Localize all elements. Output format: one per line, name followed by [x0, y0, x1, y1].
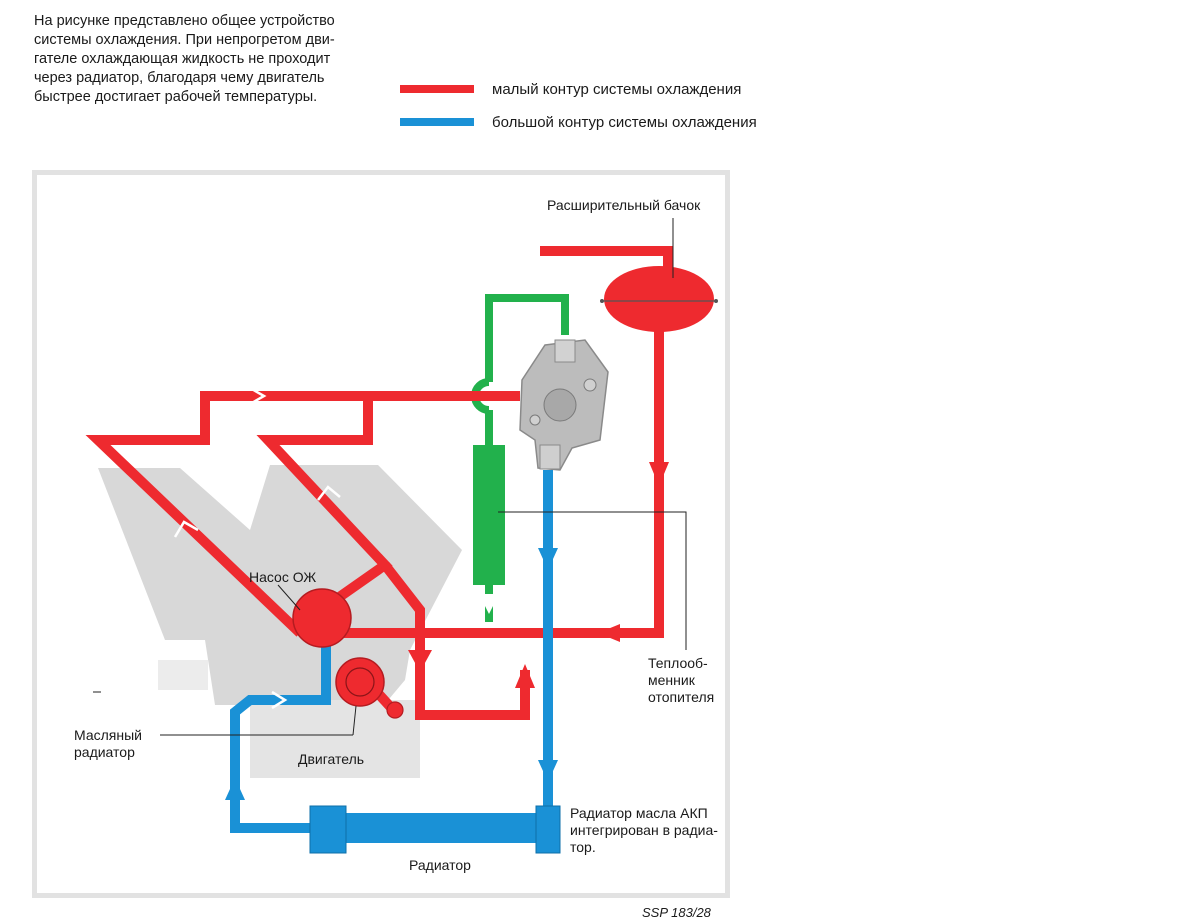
large-circuit-pipes: [230, 470, 553, 833]
large-circuit-arrow-heads-white: [271, 690, 288, 710]
reference-code: SSP 183/28: [642, 905, 712, 920]
intro-line: через радиатор, благодаря чему двигатель: [34, 70, 325, 86]
label-heater-core-line2: менник: [648, 672, 696, 688]
label-heater-core-line1: Теплооб-: [648, 655, 708, 671]
label-atf-cooler-line2: интегрирован в радиа-: [570, 822, 718, 838]
label-oil-cooler-line2: радиатор: [74, 744, 135, 760]
arrow-heater-down: [479, 594, 499, 614]
legend-swatch-blue: [400, 118, 474, 126]
legend-label: малый контур системы охлаждения: [492, 80, 742, 98]
leader-lines: [93, 218, 687, 736]
engine-block: [98, 465, 462, 778]
label-pump: Насос ОЖ: [249, 569, 316, 585]
legend-item-large-circuit: большой контур системы охлаждения: [400, 111, 757, 133]
label-engine: Двигатель: [298, 751, 364, 767]
small-circuit-arrow-heads-white: [173, 386, 341, 538]
small-circuit-arrows: [408, 462, 669, 688]
intro-line: системы охлаждения. При непрогретом дви-: [34, 32, 335, 48]
oil-cooler: [335, 657, 404, 719]
legend-swatch-red: [400, 85, 474, 93]
radiator: [309, 805, 561, 854]
expansion-tank: [600, 266, 718, 332]
coolant-pump: [292, 588, 352, 648]
thermostat-housing: [519, 339, 609, 471]
label-oil-cooler-line1: Масляный: [74, 727, 142, 743]
large-circuit-arrows: [225, 548, 558, 800]
heater-core: [473, 445, 505, 585]
legend-item-small-circuit: малый контур системы охлаждения: [400, 78, 757, 100]
intro-text: На рисунке представлено общее устройство…: [34, 12, 374, 107]
legend: малый контур системы охлаждения большой …: [400, 78, 757, 144]
intro-line: гателе охлаждающая жидкость не проходит: [34, 51, 331, 67]
label-atf-cooler-line1: Радиатор масла АКП: [570, 805, 708, 821]
intro-line: На рисунке представлено общее устройство: [34, 13, 335, 29]
intro-line: быстрее достигает рабочей температуры.: [34, 89, 318, 105]
label-heater-core-line3: отопителя: [648, 689, 714, 705]
legend-label: большой контур системы охлаждения: [492, 113, 757, 131]
label-atf-cooler-line3: тор.: [570, 839, 596, 855]
label-expansion-tank: Расширительный бачок: [547, 197, 701, 213]
label-radiator: Радиатор: [409, 857, 471, 873]
